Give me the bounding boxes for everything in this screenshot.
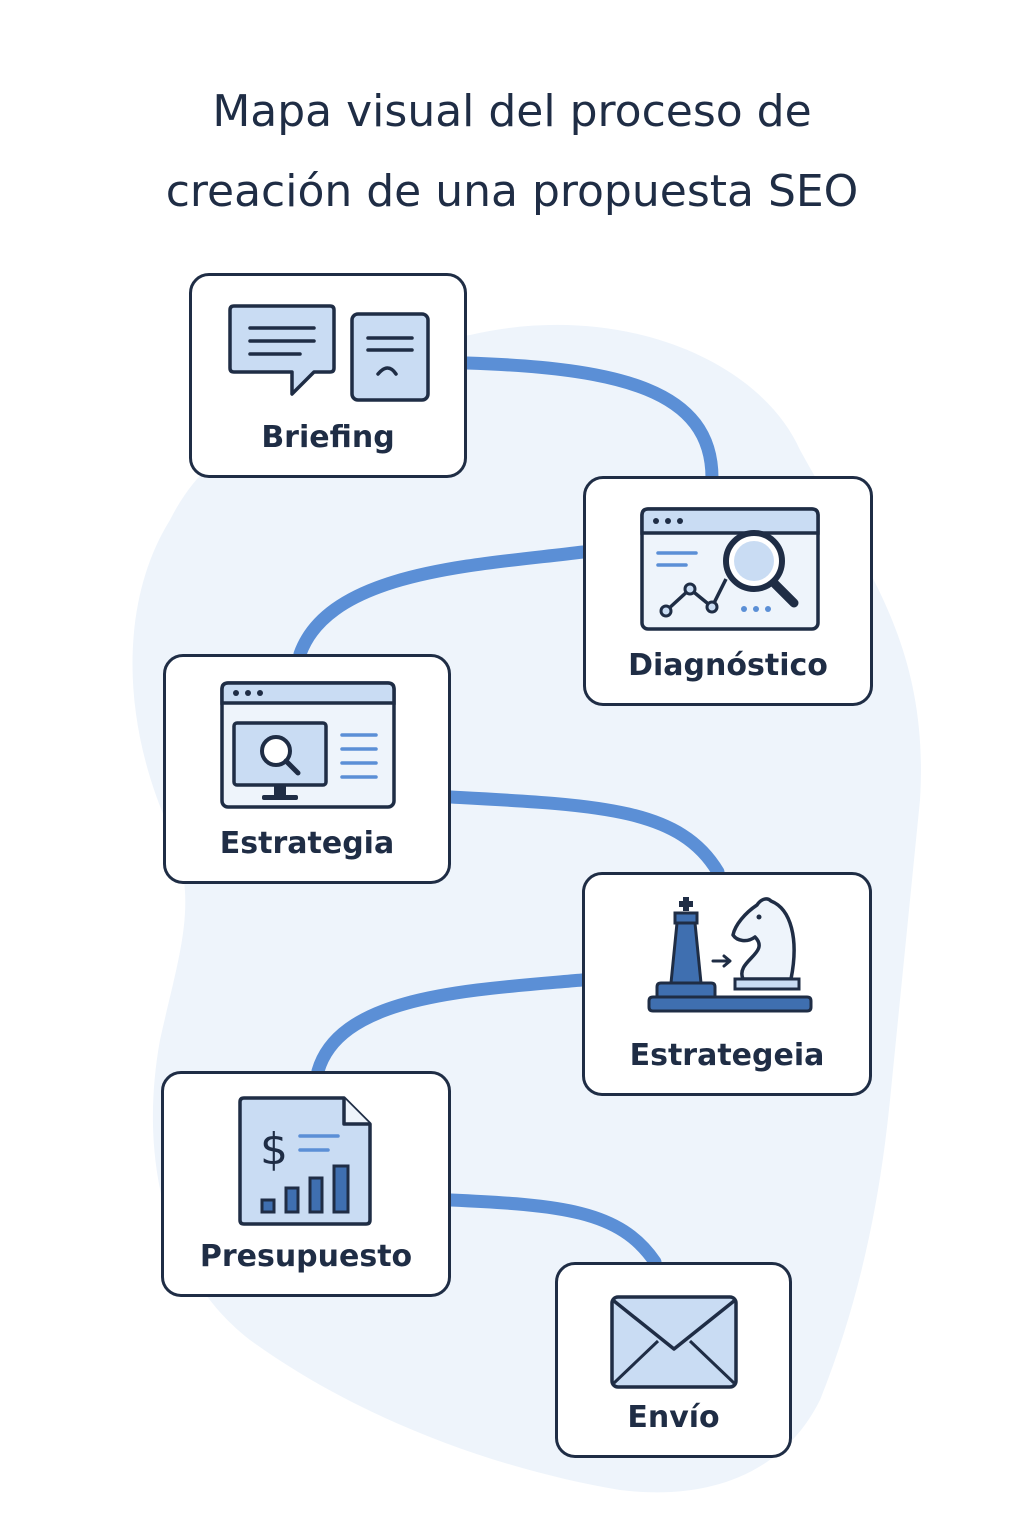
chat-bubble-document-icon (228, 304, 430, 402)
connector-briefing-diagnostico (460, 356, 719, 485)
chess-king-knight-icon (647, 897, 813, 1013)
step-label-estrategeia: Estrategeia (629, 1038, 825, 1073)
step-label-estrategia: Estrategia (219, 826, 395, 861)
step-label-briefing: Briefing (261, 420, 395, 455)
diagram-title: Mapa visual del proceso de creación de u… (0, 72, 1024, 232)
envelope-icon (610, 1295, 738, 1389)
step-label-presupuesto: Presupuesto (199, 1239, 413, 1274)
connector-diagnostico-estrategia (293, 545, 590, 661)
step-card-envio: Envío (555, 1262, 792, 1458)
browser-magnifier-chart-icon (640, 507, 820, 631)
monitor-search-icon (220, 681, 396, 809)
step-label-envio: Envío (627, 1400, 720, 1435)
step-label-diagnostico: Diagnóstico (628, 648, 828, 683)
step-card-estrategia: Estrategia (163, 654, 451, 884)
connector-estrategia-estrategeia (444, 790, 725, 879)
step-card-diagnostico: Diagnóstico (583, 476, 873, 706)
step-card-briefing: Briefing (189, 273, 467, 478)
step-card-estrategeia: Estrategeia (582, 872, 872, 1096)
invoice-bar-chart-icon: $ (238, 1096, 372, 1226)
connector-presupuesto-envio (444, 1193, 662, 1269)
title-line-1: Mapa visual del proceso de (212, 86, 812, 137)
svg-text:$: $ (260, 1124, 288, 1175)
title-line-2: creación de una propuesta SEO (165, 166, 859, 217)
connector-estrategeia-presupuesto (311, 973, 589, 1078)
step-card-presupuesto: $ Presupuesto (161, 1071, 451, 1297)
